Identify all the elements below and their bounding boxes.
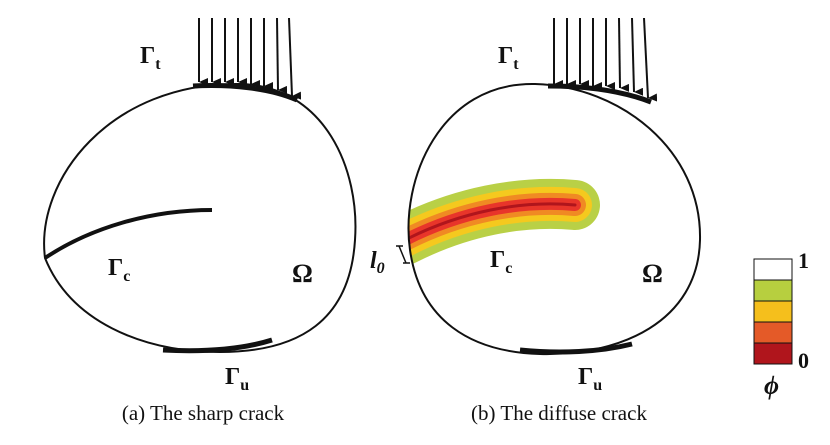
colorbar-swatch-4	[753, 321, 793, 344]
length-scale-indicator: l0	[370, 245, 410, 277]
diffuse-crack-band	[408, 178, 600, 265]
traction-boundary-label: Γt	[498, 43, 519, 73]
panel-b-caption: (b) The diffuse crack	[471, 401, 647, 425]
phase-field-colorbar: 1 0 ϕ	[753, 248, 809, 400]
traction-boundary-segment	[547, 83, 652, 105]
panel-a-caption: (a) The sharp crack	[122, 401, 285, 425]
colorbar-swatch-3	[753, 300, 793, 323]
colorbar-swatch-2	[753, 279, 793, 302]
colorbar-min-label: 0	[798, 348, 809, 373]
colorbar-swatch-1	[753, 258, 793, 281]
domain-label: Ω	[292, 259, 313, 288]
panel-a-sharp-crack: Γt Γc Ω Γu (a) The sharp crack	[43, 17, 357, 425]
panel-b-diffuse-crack: l0 Γt Γc Ω Γu (b) The diffuse crack	[370, 17, 702, 425]
colorbar-swatch-5	[753, 342, 793, 365]
sharp-crack	[43, 208, 213, 260]
displacement-boundary-segment	[519, 341, 633, 355]
colorbar-symbol: ϕ	[764, 371, 779, 400]
crack-label: Γc	[108, 255, 130, 285]
length-scale-label: l0	[370, 248, 385, 277]
load-arrows	[553, 17, 658, 102]
displacement-boundary-label: Γu	[578, 364, 602, 394]
load-arrows	[198, 17, 302, 100]
crack-label: Γc	[490, 247, 512, 277]
domain-boundary	[43, 82, 357, 354]
displacement-boundary-label: Γu	[225, 364, 249, 394]
colorbar-max-label: 1	[798, 248, 809, 273]
domain-label: Ω	[642, 259, 663, 288]
displacement-boundary-segment	[162, 337, 273, 354]
traction-boundary-label: Γt	[140, 43, 161, 73]
traction-boundary-segment	[192, 83, 299, 103]
